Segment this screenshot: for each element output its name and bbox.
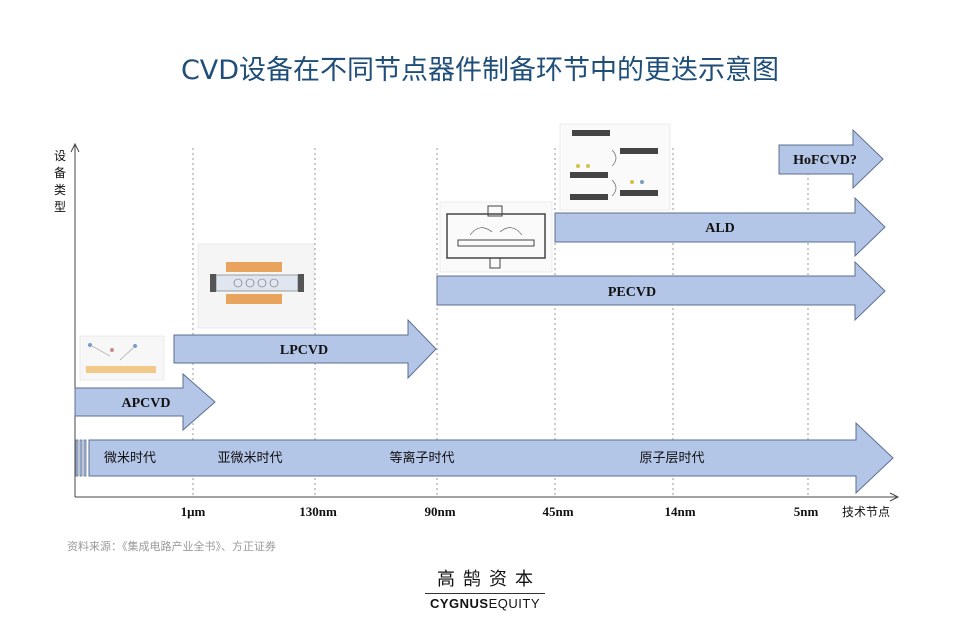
equipment-arrow-ald: ALD xyxy=(554,196,886,258)
y-axis-label-char: 设 xyxy=(54,149,66,163)
brand-logo: 高鹄资本 CYGNUSEQUITY xyxy=(405,565,565,611)
apcvd-arrow-body xyxy=(74,372,216,432)
tick-label-5nm: 5nm xyxy=(794,504,819,519)
era-arrow-stripe xyxy=(79,439,83,477)
brand-divider xyxy=(425,593,545,594)
era-label-atomic-layer: 原子层时代 xyxy=(639,451,704,466)
pecvd-illustration-frame xyxy=(439,201,553,273)
era-arrow: 微米时代 亚微米时代 等离子时代 原子层时代 xyxy=(75,421,894,495)
lpcvd-illustration xyxy=(197,243,315,329)
furnace-top xyxy=(226,262,282,272)
y-axis-label-char: 型 xyxy=(54,200,66,214)
era-label-submicron: 亚微米时代 xyxy=(217,451,282,466)
apcvd-substrate xyxy=(86,366,156,373)
hofcvd-arrow-body xyxy=(778,128,884,190)
tick-label-14nm: 14nm xyxy=(664,504,695,519)
equipment-arrow-apcvd: APCVD xyxy=(74,372,216,432)
era-arrow-body xyxy=(88,421,894,495)
y-axis-label-char: 备 xyxy=(54,166,66,180)
pecvd-arrow-body xyxy=(436,260,886,322)
equipment-arrow-pecvd: PECVD xyxy=(436,260,886,322)
lpcvd-arrow-body xyxy=(173,318,437,380)
era-label-plasma: 等离子时代 xyxy=(389,450,454,466)
y-axis-label: 设 备 类 型 xyxy=(54,149,66,214)
node-gridlines xyxy=(192,148,809,497)
brand-name-en-light: EQUITY xyxy=(488,596,541,611)
y-axis-arrowhead xyxy=(70,142,80,153)
x-axis-arrowhead xyxy=(889,492,900,502)
ald-label: ALD xyxy=(705,221,735,236)
era-arrow-stripe xyxy=(83,439,87,477)
equipment-arrow-lpcvd: LPCVD xyxy=(173,318,437,380)
page-title: CVD设备在不同节点器件制备环节中的更迭示意图 xyxy=(180,55,780,86)
brand-name-en-bold: CYGNUS xyxy=(429,596,489,611)
equipment-arrow-hofcvd: HoFCVD? xyxy=(778,128,884,190)
furnace-bottom xyxy=(226,294,282,304)
ald-illustration xyxy=(559,123,671,211)
apcvd-illustration xyxy=(79,335,165,381)
era-arrow-stripe xyxy=(75,439,79,477)
hofcvd-label: HoFCVD? xyxy=(793,153,857,168)
quartz-tube xyxy=(215,274,299,292)
source-note: 资料来源：《集成电路产业全书》、方正证券 xyxy=(67,540,276,553)
tick-label-1um: 1μm xyxy=(181,504,206,519)
x-axis-tick-labels: 1μm 130nm 90nm 45nm 14nm 5nm 技术节点 xyxy=(181,504,890,519)
brand-name-en: CYGNUSEQUITY xyxy=(405,596,565,611)
era-label-micron: 微米时代 xyxy=(104,451,156,466)
pecvd-label: PECVD xyxy=(608,285,656,300)
x-axis-label: 技术节点 xyxy=(842,505,890,519)
tick-label-130nm: 130nm xyxy=(299,504,337,519)
ald-arrow-body xyxy=(554,196,886,258)
pecvd-illustration xyxy=(439,201,553,273)
apcvd-label: APCVD xyxy=(122,396,171,411)
brand-name-cn: 高鹄资本 xyxy=(437,569,541,590)
lpcvd-label: LPCVD xyxy=(280,343,328,358)
tick-label-45nm: 45nm xyxy=(542,504,573,519)
y-axis-label-char: 类 xyxy=(54,183,66,197)
tick-label-90nm: 90nm xyxy=(424,504,455,519)
